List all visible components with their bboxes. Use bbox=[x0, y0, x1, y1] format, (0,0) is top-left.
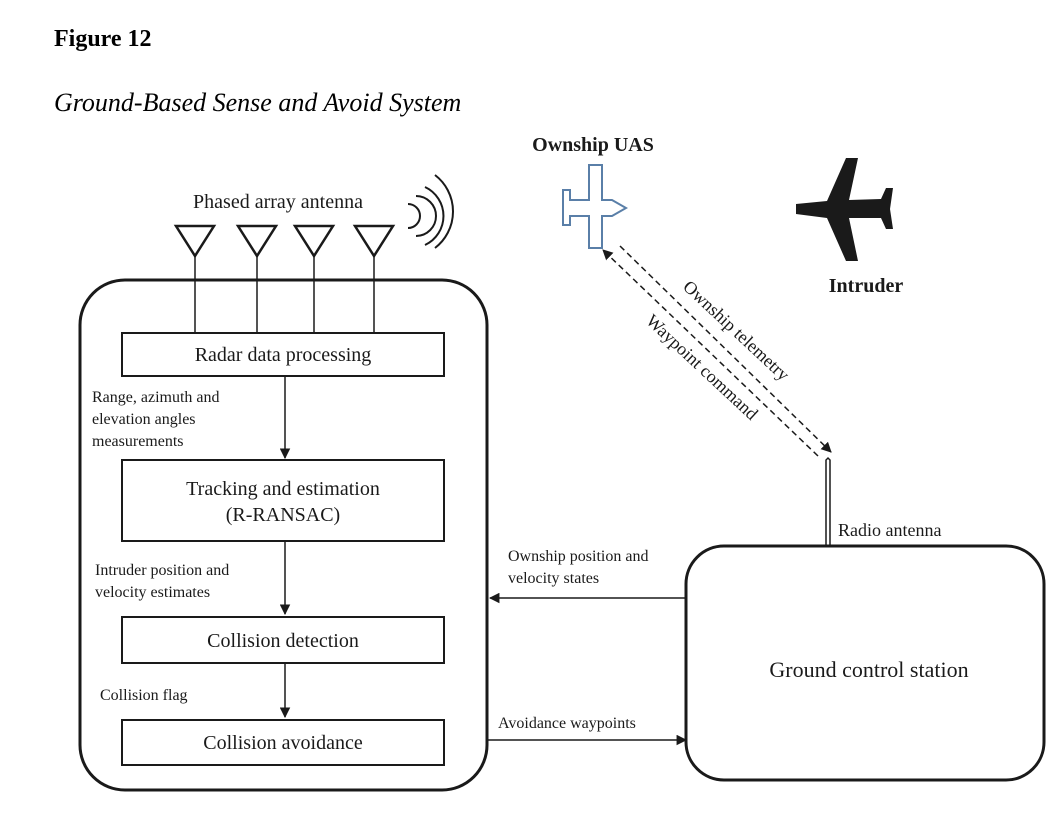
radio-wave-icon bbox=[407, 174, 454, 249]
ownship-telemetry-link bbox=[619, 245, 832, 453]
tracking-estimation-block bbox=[121, 459, 445, 542]
ownship-uas-icon bbox=[562, 164, 629, 249]
tracking-estimation-label: Tracking and estimation bbox=[186, 478, 380, 500]
collision-avoidance-label: Collision avoidance bbox=[203, 732, 363, 754]
collision-detection-block bbox=[121, 616, 445, 664]
ownship-uas-label: Ownship UAS bbox=[532, 134, 654, 156]
tracking-estimation-sublabel: (R-RANSAC) bbox=[226, 504, 340, 526]
phased-array-label: Phased array antenna bbox=[193, 191, 363, 213]
antenna-element bbox=[235, 224, 279, 259]
intruder-airplane-icon bbox=[796, 158, 893, 261]
radar-data-processing-label: Radar data processing bbox=[195, 344, 372, 366]
figure-label: Figure 12 bbox=[54, 26, 152, 52]
radar-data-processing-block bbox=[121, 332, 445, 377]
phased-array-antenna bbox=[173, 224, 396, 333]
measurements-label-1: Range, azimuth and bbox=[92, 389, 220, 406]
ownship-states-label-2: velocity states bbox=[508, 570, 599, 587]
waypoint-command-link bbox=[602, 249, 819, 457]
antenna-element bbox=[292, 224, 336, 259]
ownship-states-label-1: Ownship position and bbox=[508, 548, 648, 565]
measurements-label-2: elevation angles bbox=[92, 411, 196, 428]
avoidance-waypoints-label: Avoidance waypoints bbox=[498, 715, 636, 732]
collision-avoidance-block bbox=[121, 719, 445, 766]
figure-title: Ground-Based Sense and Avoid System bbox=[54, 88, 462, 117]
intruder-label: Intruder bbox=[829, 275, 904, 297]
estimates-label-2: velocity estimates bbox=[95, 584, 210, 601]
radio-antenna-mast bbox=[825, 456, 831, 546]
ground-control-station-label: Ground control station bbox=[769, 657, 968, 682]
measurements-label-3: measurements bbox=[92, 433, 184, 450]
radio-antenna-label: Radio antenna bbox=[838, 520, 941, 540]
collision-detection-label: Collision detection bbox=[207, 630, 359, 652]
antenna-element bbox=[352, 224, 396, 259]
collision-flag-label: Collision flag bbox=[100, 687, 188, 704]
estimates-label-1: Intruder position and bbox=[95, 562, 229, 579]
system-container bbox=[78, 278, 489, 792]
antenna-element bbox=[173, 224, 217, 259]
ground-control-station-block bbox=[684, 544, 1046, 782]
